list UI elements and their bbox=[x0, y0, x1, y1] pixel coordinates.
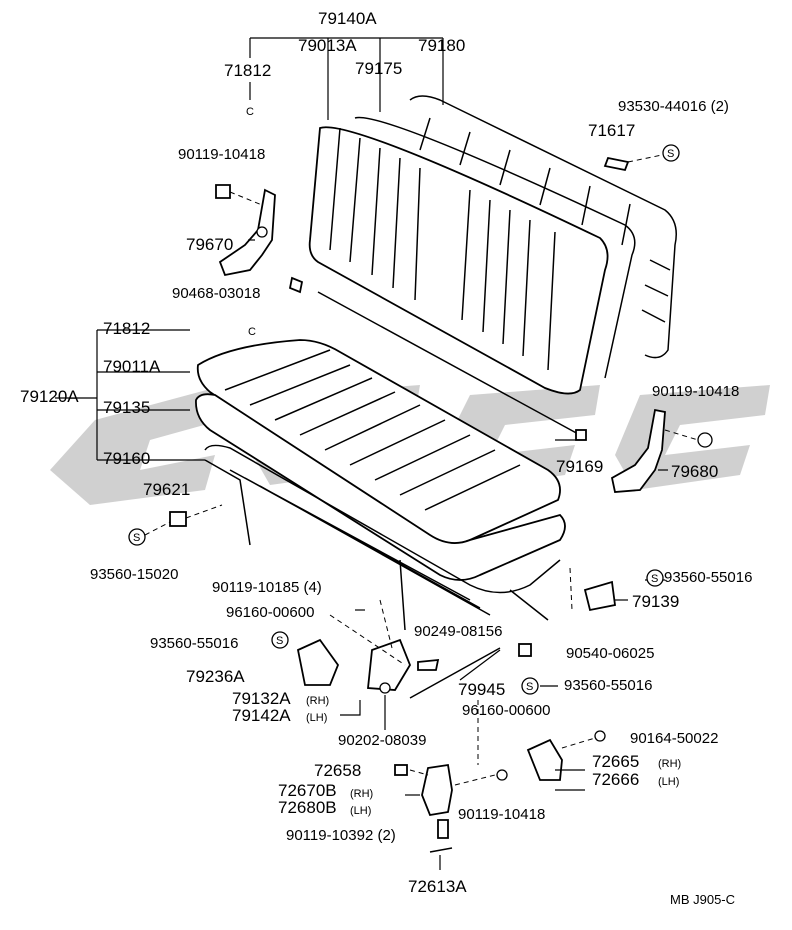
label-79011A: 79011A bbox=[103, 357, 161, 376]
label-72658: 72658 bbox=[314, 761, 362, 780]
label-90119-10418-c: 90119-10418 bbox=[458, 806, 546, 823]
label-79175: 79175 bbox=[355, 59, 403, 78]
label-79120A: 79120A bbox=[20, 387, 79, 406]
bracket-72670B bbox=[421, 763, 453, 817]
label-90540-06025: 90540-06025 bbox=[566, 645, 655, 662]
label-90468-03018: 90468-03018 bbox=[172, 285, 261, 302]
bolt-90119-10418-a bbox=[215, 184, 231, 199]
seat-cushion bbox=[195, 339, 566, 631]
label-79670: 79670 bbox=[186, 235, 234, 254]
label-71617: 71617 bbox=[588, 121, 636, 140]
label-90164-50022: 90164-50022 bbox=[630, 730, 719, 747]
label-93560-55016-b: 93560-55016 bbox=[664, 569, 753, 586]
label-79160: 79160 bbox=[103, 449, 151, 468]
label-79621: 79621 bbox=[143, 480, 191, 499]
label-79142A-lh: (LH) bbox=[306, 712, 328, 724]
label-72665: 72665 bbox=[592, 752, 640, 771]
hinge-79670 bbox=[218, 188, 276, 277]
label-72613A: 72613A bbox=[408, 877, 467, 896]
s-mark-5: S bbox=[526, 681, 534, 693]
bracket-79139 bbox=[583, 580, 617, 612]
label-93560-55016-a: 93560-55016 bbox=[150, 635, 239, 652]
label-79135: 79135 bbox=[103, 398, 151, 417]
label-79140A: 79140A bbox=[318, 9, 377, 28]
label-90119-10185: 90119-10185 (4) bbox=[212, 579, 322, 596]
label-79132A: 79132A bbox=[232, 689, 291, 708]
label-72680B: 72680B bbox=[278, 798, 337, 817]
label-79013A: 79013A bbox=[298, 36, 357, 55]
label-93560-55016-c: 93560-55016 bbox=[564, 677, 653, 694]
link-79945 bbox=[409, 647, 501, 699]
label-93560-15020: 93560-15020 bbox=[90, 566, 179, 583]
rod-79169 bbox=[317, 291, 581, 436]
label-90119-10418-b: 90119-10418 bbox=[652, 383, 740, 400]
label-79142A: 79142A bbox=[232, 706, 291, 725]
label-79132A-rh: (RH) bbox=[306, 695, 330, 707]
label-71812-mid: 71812 bbox=[103, 319, 151, 338]
seat-back bbox=[308, 95, 677, 395]
label-96160-00600-b: 96160-00600 bbox=[462, 702, 551, 719]
label-72665-rh: (RH) bbox=[658, 758, 682, 770]
clip-c-top: C bbox=[246, 106, 254, 118]
label-72680B-lh: (LH) bbox=[350, 805, 372, 817]
label-79169: 79169 bbox=[556, 457, 604, 476]
s-mark-2: S bbox=[133, 532, 141, 544]
label-90119-10418-a: 90119-10418 bbox=[178, 146, 266, 163]
label-93530-44016: 93530-44016 (2) bbox=[618, 98, 729, 115]
label-96160-00600-a: 96160-00600 bbox=[226, 604, 315, 621]
label-72666-lh: (LH) bbox=[658, 776, 680, 788]
label-72666: 72666 bbox=[592, 770, 640, 789]
cover-79236A bbox=[296, 638, 340, 686]
bracket-79132A bbox=[367, 638, 412, 691]
label-79139: 79139 bbox=[632, 592, 680, 611]
s-marks bbox=[128, 144, 680, 695]
label-72670B-rh: (RH) bbox=[350, 788, 374, 800]
label-71812-top: 71812 bbox=[224, 61, 272, 80]
block-79621 bbox=[169, 511, 187, 527]
s-mark-4: S bbox=[651, 573, 659, 585]
label-79680: 79680 bbox=[671, 462, 719, 481]
label-90249-08156: 90249-08156 bbox=[414, 623, 503, 640]
label-79945: 79945 bbox=[458, 680, 506, 699]
label-90119-10392: 90119-10392 (2) bbox=[286, 827, 396, 844]
hinge-79680 bbox=[610, 408, 666, 493]
s-mark-1: S bbox=[667, 148, 675, 160]
label-79180: 79180 bbox=[418, 36, 466, 55]
label-72670B: 72670B bbox=[278, 781, 337, 800]
s-mark-3: S bbox=[276, 635, 284, 647]
label-90202-08039: 90202-08039 bbox=[338, 732, 427, 749]
clip-c-mid: C bbox=[248, 326, 256, 338]
label-79236A: 79236A bbox=[186, 667, 245, 686]
diagram-reference-code: MB J905-C bbox=[670, 892, 736, 907]
bracket-72665 bbox=[526, 738, 563, 781]
leader-lines bbox=[55, 37, 668, 870]
